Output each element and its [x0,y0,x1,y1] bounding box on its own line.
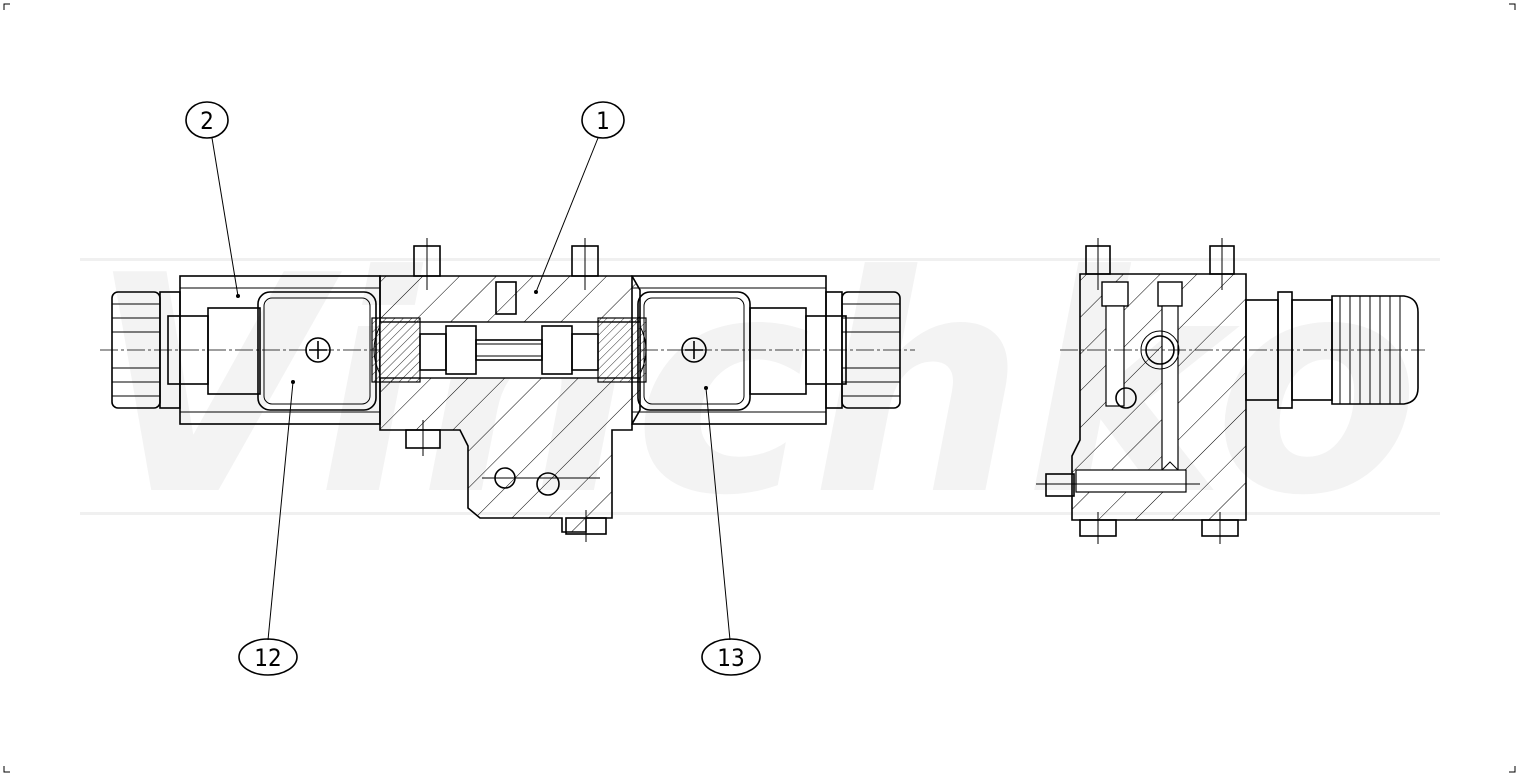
right-solenoid [631,275,901,425]
callout-1-label: 1 [596,107,610,135]
callout-12-label: 12 [254,644,281,672]
callout-13-label: 13 [717,644,744,672]
callout-2: 2 [185,101,239,297]
callout-12: 12 [238,381,298,676]
side-view [1036,238,1425,544]
front-view [100,238,915,542]
frame-corners [3,3,1516,773]
valve-body [371,238,647,542]
left-solenoid [111,275,381,425]
callout-1: 1 [535,101,625,293]
callouts: 2 1 12 13 [185,101,761,676]
right-knurled-nut [841,291,901,409]
callout-2-label: 2 [200,107,214,135]
callout-13: 13 [701,387,761,676]
